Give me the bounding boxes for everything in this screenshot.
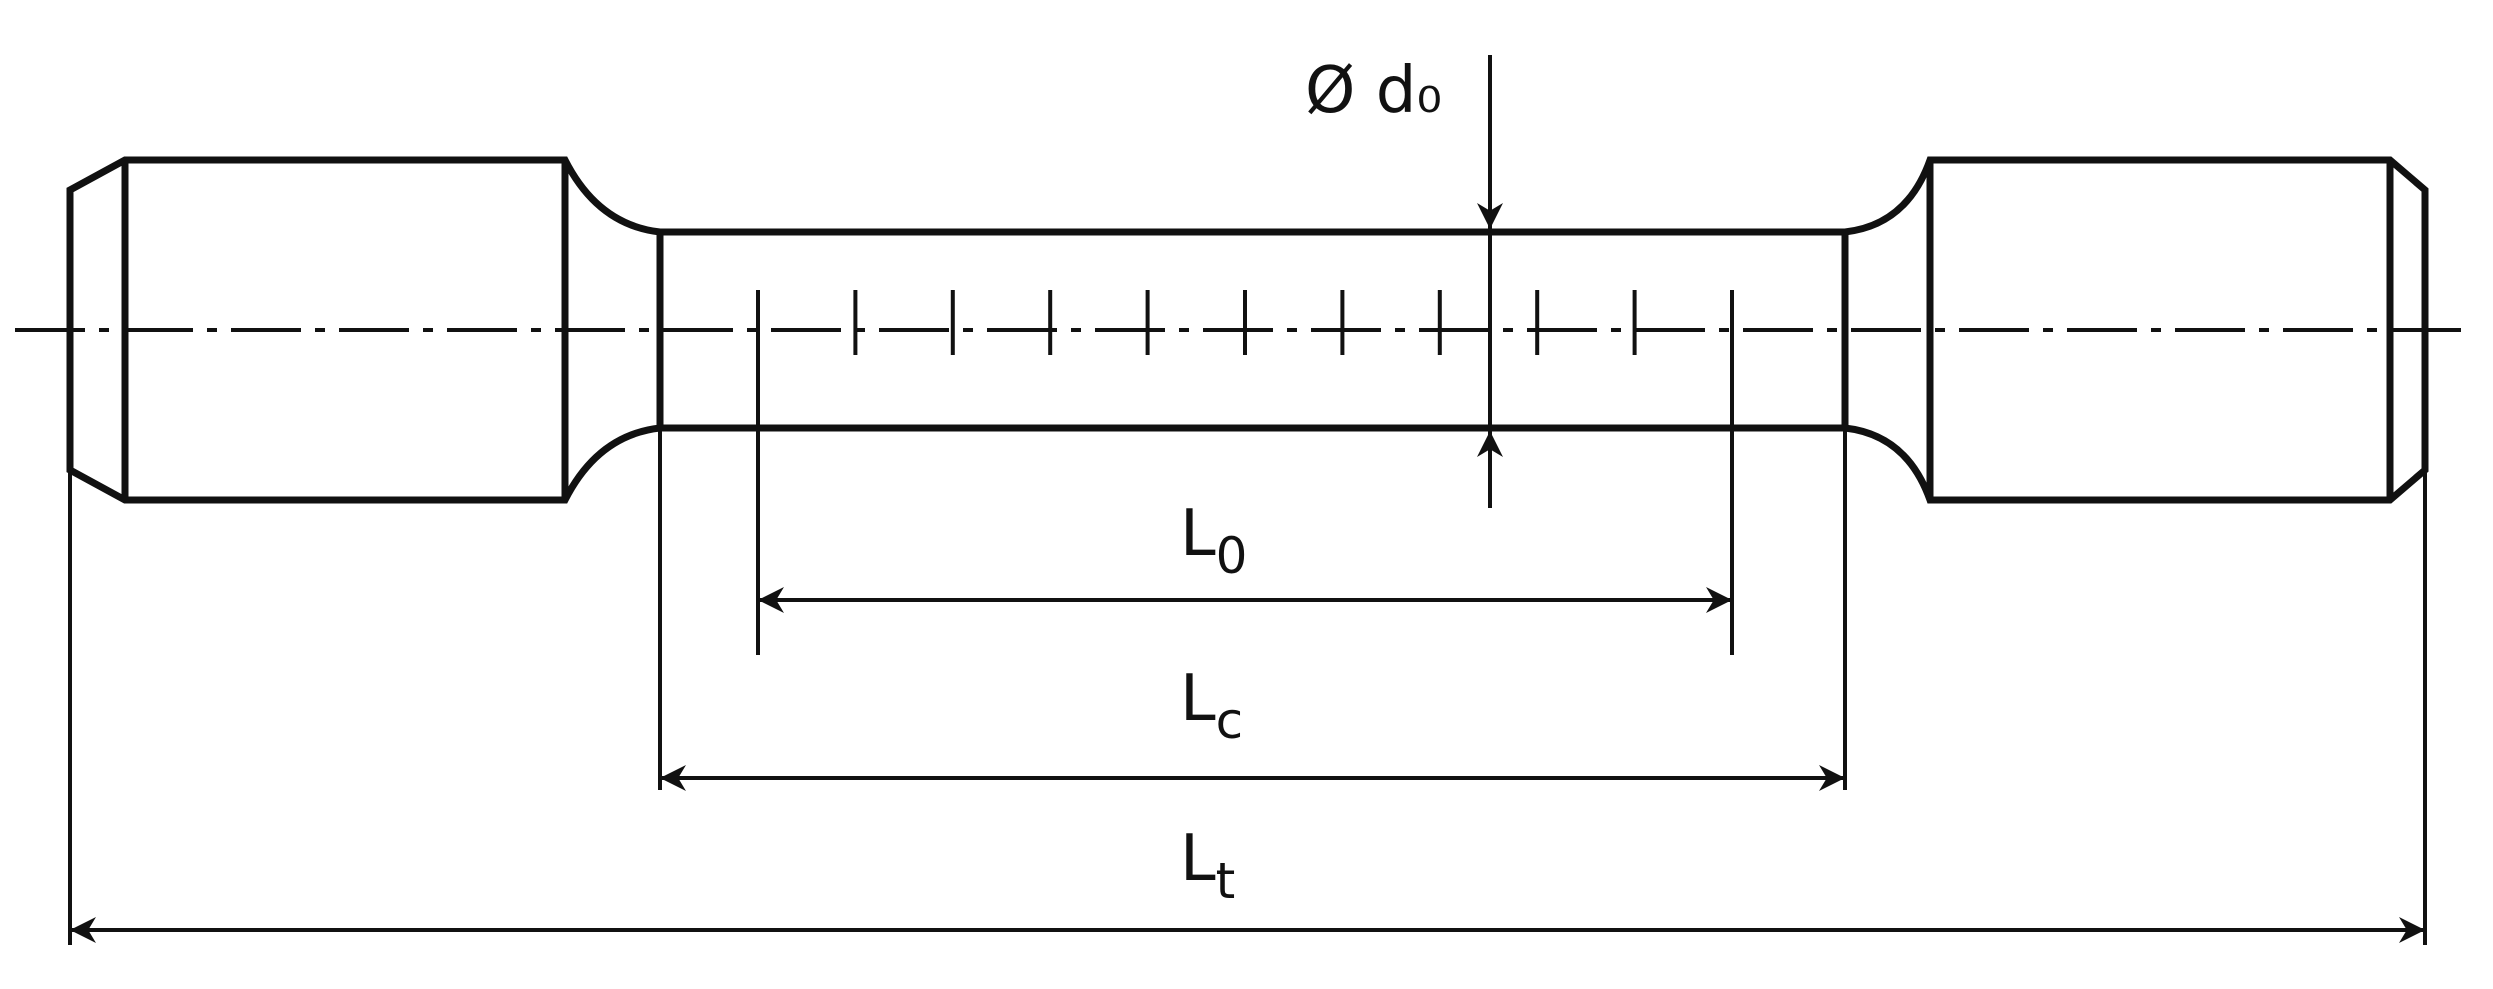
total-length-label: Lt [1180,822,1235,910]
diameter-label: Ø d₀ [1305,54,1442,128]
gauge-tick-marks [756,290,1734,355]
gauge-length-label: L0 [1180,497,1247,585]
parallel-length-label: Lc [1180,662,1243,750]
